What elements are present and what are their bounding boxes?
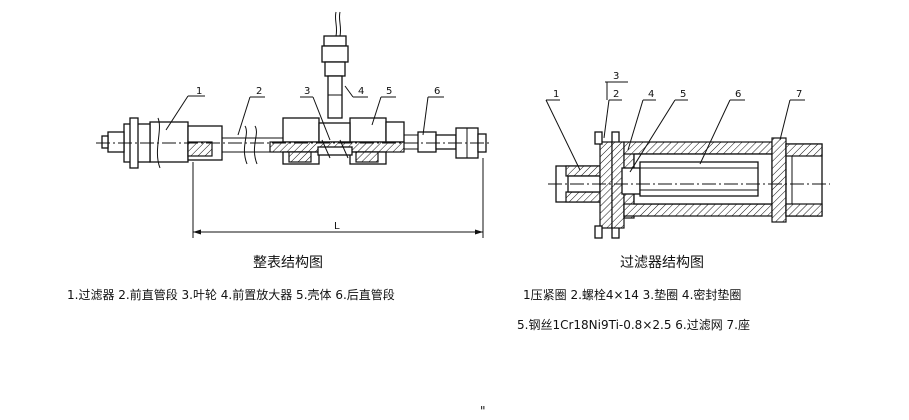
right-part-2: 2 bbox=[613, 89, 619, 100]
left-figure-title: 整表结构图 bbox=[253, 255, 323, 271]
right-part-5: 5 bbox=[680, 89, 686, 100]
right-figure-legend-line-2: 5.钢丝1Cr18Ni9Ti-0.8×2.5 6.过滤网 7.座 bbox=[517, 318, 750, 332]
left-part-1: 1 bbox=[196, 86, 202, 97]
right-part-3: 3 bbox=[613, 71, 619, 82]
left-part-5: 5 bbox=[386, 86, 392, 97]
dimension-l-label: L bbox=[334, 221, 340, 232]
whole-meter-drawing: L 1 2 3 4 5 6 bbox=[96, 11, 490, 238]
left-part-2: 2 bbox=[256, 86, 262, 97]
stray-mark: " bbox=[480, 404, 486, 418]
filter-drawing: 1 2 3 4 5 6 7 bbox=[545, 71, 830, 239]
left-part-3: 3 bbox=[304, 86, 310, 97]
left-part-6: 6 bbox=[434, 86, 440, 97]
right-part-4: 4 bbox=[648, 89, 654, 100]
left-figure-legend: 1.过滤器 2.前直管段 3.叶轮 4.前置放大器 5.壳体 6.后直管段 bbox=[67, 288, 395, 302]
right-figure-title: 过滤器结构图 bbox=[620, 255, 704, 271]
right-figure-legend-line-1: 1压紧圈 2.螺栓4×14 3.垫圈 4.密封垫圈 bbox=[523, 288, 742, 302]
right-part-1: 1 bbox=[553, 89, 559, 100]
right-part-6: 6 bbox=[735, 89, 741, 100]
left-part-4: 4 bbox=[358, 86, 364, 97]
right-part-7: 7 bbox=[796, 89, 802, 100]
